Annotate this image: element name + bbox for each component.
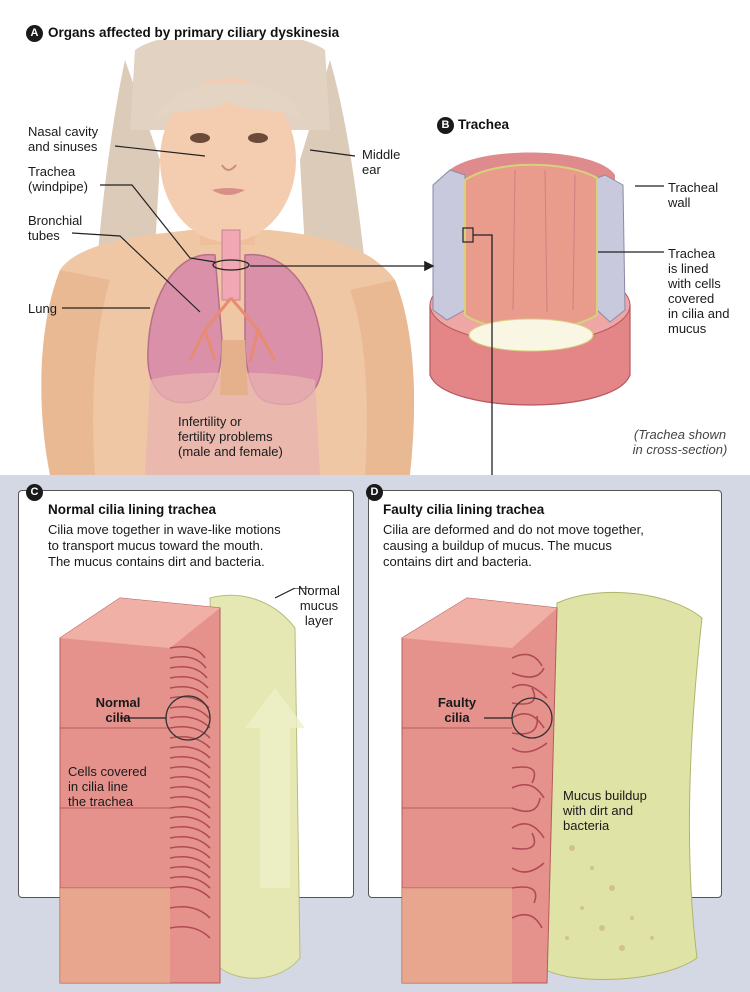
panel-d-title: Faulty cilia lining trachea (383, 502, 544, 517)
panel-c-title: Normal cilia lining trachea (48, 502, 216, 517)
faulty-cilia-illustration (372, 588, 717, 988)
connector-arrows (0, 0, 750, 500)
panel-d-description: Cilia are deformed and do not move toget… (383, 522, 644, 570)
panel-c-description: Cilia move together in wave-like motions… (48, 522, 281, 570)
panel-d-badge: D (366, 484, 383, 501)
panel-c-badge: C (26, 484, 43, 501)
